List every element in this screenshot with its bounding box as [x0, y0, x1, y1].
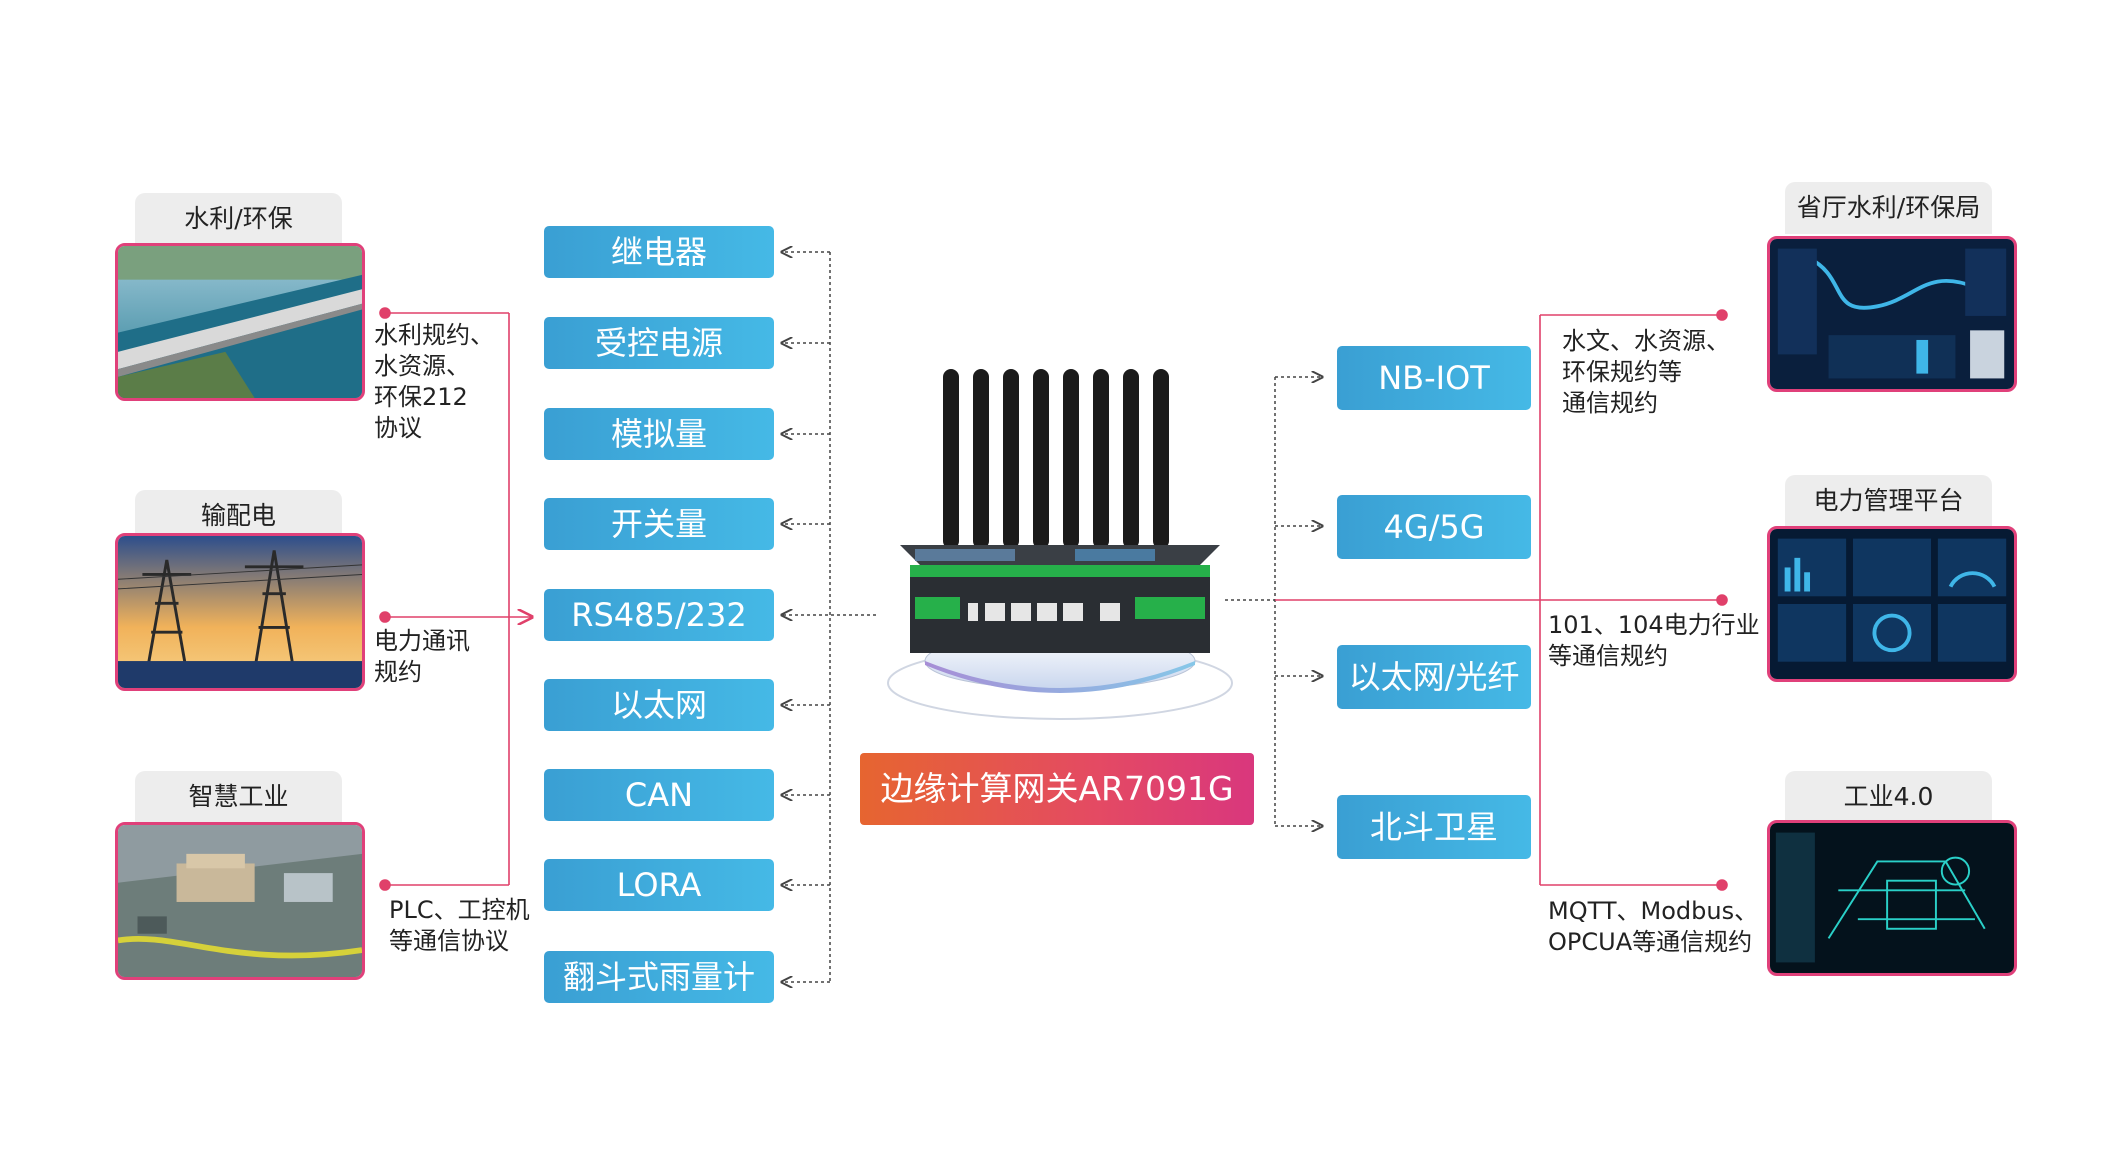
platform-title-power: 电力管理平台 — [1785, 475, 1992, 527]
network-nb-iot: NB-IOT — [1337, 346, 1531, 410]
device-label: 边缘计算网关AR7091G — [860, 753, 1254, 825]
network-beidou-satellite: 北斗卫星 — [1337, 795, 1531, 859]
right-bracket — [1275, 309, 1728, 891]
industry-dashboard-image — [1767, 820, 2017, 976]
power-grid-image — [115, 533, 365, 691]
network-4g-5g: 4G/5G — [1337, 495, 1531, 559]
interface-ethernet: 以太网 — [544, 679, 774, 731]
platform-note-industry: MQTT、Modbus、 OPCUA等通信规约 — [1548, 897, 1759, 956]
platform-title-water: 省厅水利/环保局 — [1785, 182, 1992, 234]
power-dashboard-image — [1767, 526, 2017, 682]
sector-title-industry: 智慧工业 — [135, 771, 342, 823]
water-dashboard-image — [1767, 236, 2017, 392]
network-ethernet-fiber: 以太网/光纤 — [1337, 645, 1531, 709]
sector-note-water: 水利规约、 水资源、 环保212 协议 — [374, 321, 494, 442]
interface-controlled-power: 受控电源 — [544, 317, 774, 369]
sector-note-power: 电力通讯 规约 — [374, 627, 470, 686]
interface-rain-gauge: 翻斗式雨量计 — [544, 951, 774, 1003]
platform-note-water: 水文、水资源、 环保规约等 通信规约 — [1562, 327, 1730, 417]
platform-note-power: 101、104电力行业 等通信规约 — [1548, 611, 1760, 670]
platform-title-industry: 工业4.0 — [1785, 771, 1992, 823]
interface-analog: 模拟量 — [544, 408, 774, 460]
right-dotted-bracket — [1225, 377, 1322, 826]
sector-note-industry: PLC、工控机 等通信协议 — [389, 896, 530, 955]
interface-lora: LORA — [544, 859, 774, 911]
left-dotted-bracket — [782, 252, 876, 982]
sector-title-water: 水利/环保 — [135, 193, 342, 245]
left-bracket — [379, 307, 532, 891]
interface-can: CAN — [544, 769, 774, 821]
gateway-device-image — [887, 369, 1233, 720]
smart-industry-image — [115, 822, 365, 980]
interface-switch: 开关量 — [544, 498, 774, 550]
water-dam-image — [115, 243, 365, 401]
interface-relay: 继电器 — [544, 226, 774, 278]
interface-rs485: RS485/232 — [544, 589, 774, 641]
